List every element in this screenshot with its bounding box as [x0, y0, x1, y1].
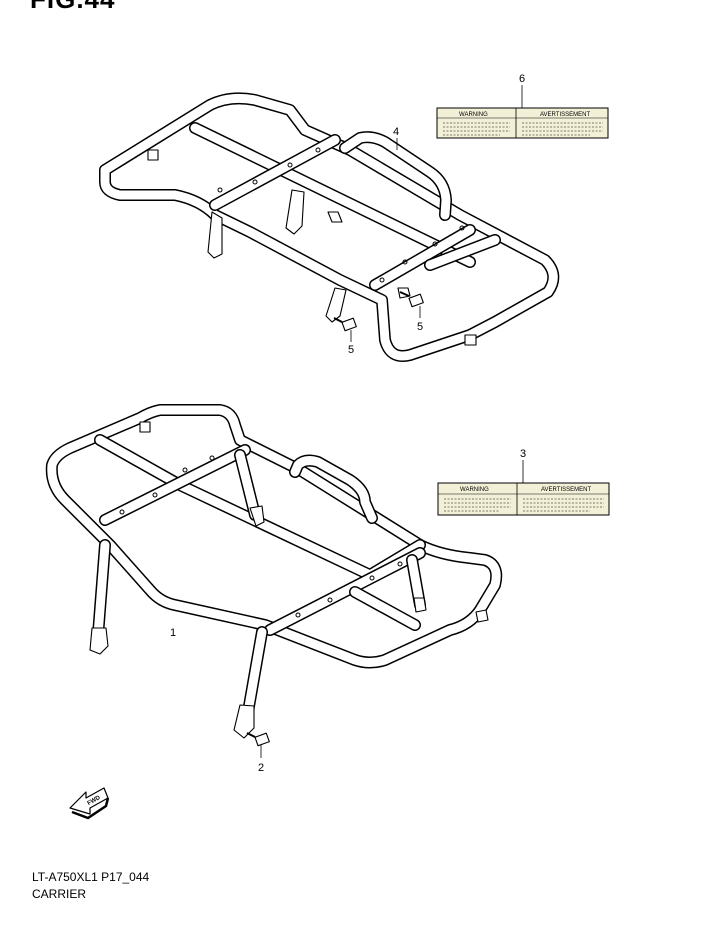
- label-3-warning-text: WARNING: [460, 487, 489, 493]
- bolt-2[interactable]: [246, 732, 270, 747]
- callout-5b[interactable]: 5: [348, 330, 354, 356]
- bolt-5b[interactable]: [333, 317, 357, 332]
- callout-6-number: 6: [519, 73, 525, 85]
- callout-5a[interactable]: 5: [417, 306, 423, 333]
- callout-1-number: 1: [170, 627, 176, 639]
- callout-6[interactable]: 6: [519, 73, 525, 108]
- fwd-arrow-icon: FWD: [69, 787, 110, 820]
- callout-4[interactable]: 4: [393, 126, 399, 150]
- warning-label-3[interactable]: WARNING AVERTISSEMENT: [437, 482, 610, 516]
- callout-5a-number: 5: [417, 321, 423, 333]
- callout-4-number: 4: [393, 126, 399, 138]
- label-6-warning-text: WARNING: [459, 112, 488, 118]
- bolt-5a[interactable]: [399, 291, 424, 308]
- rear-carrier[interactable]: [99, 92, 560, 362]
- callout-1[interactable]: 1: [170, 627, 176, 639]
- figure-title: FIG.44: [30, 0, 115, 15]
- front-carrier[interactable]: [45, 404, 503, 739]
- footer-code: LT-A750XL1 P17_044: [32, 870, 150, 884]
- warning-label-6[interactable]: WARNING AVERTISSEMENT: [436, 107, 609, 139]
- callout-5b-number: 5: [348, 344, 354, 356]
- callout-2-number: 2: [258, 762, 264, 774]
- callout-3[interactable]: 3: [520, 448, 526, 483]
- callout-2[interactable]: 2: [258, 745, 264, 774]
- footer-name: CARRIER: [32, 887, 87, 901]
- callout-3-number: 3: [520, 448, 526, 460]
- label-6-avertissement-text: AVERTISSEMENT: [540, 112, 590, 118]
- label-3-avertissement-text: AVERTISSEMENT: [541, 487, 591, 493]
